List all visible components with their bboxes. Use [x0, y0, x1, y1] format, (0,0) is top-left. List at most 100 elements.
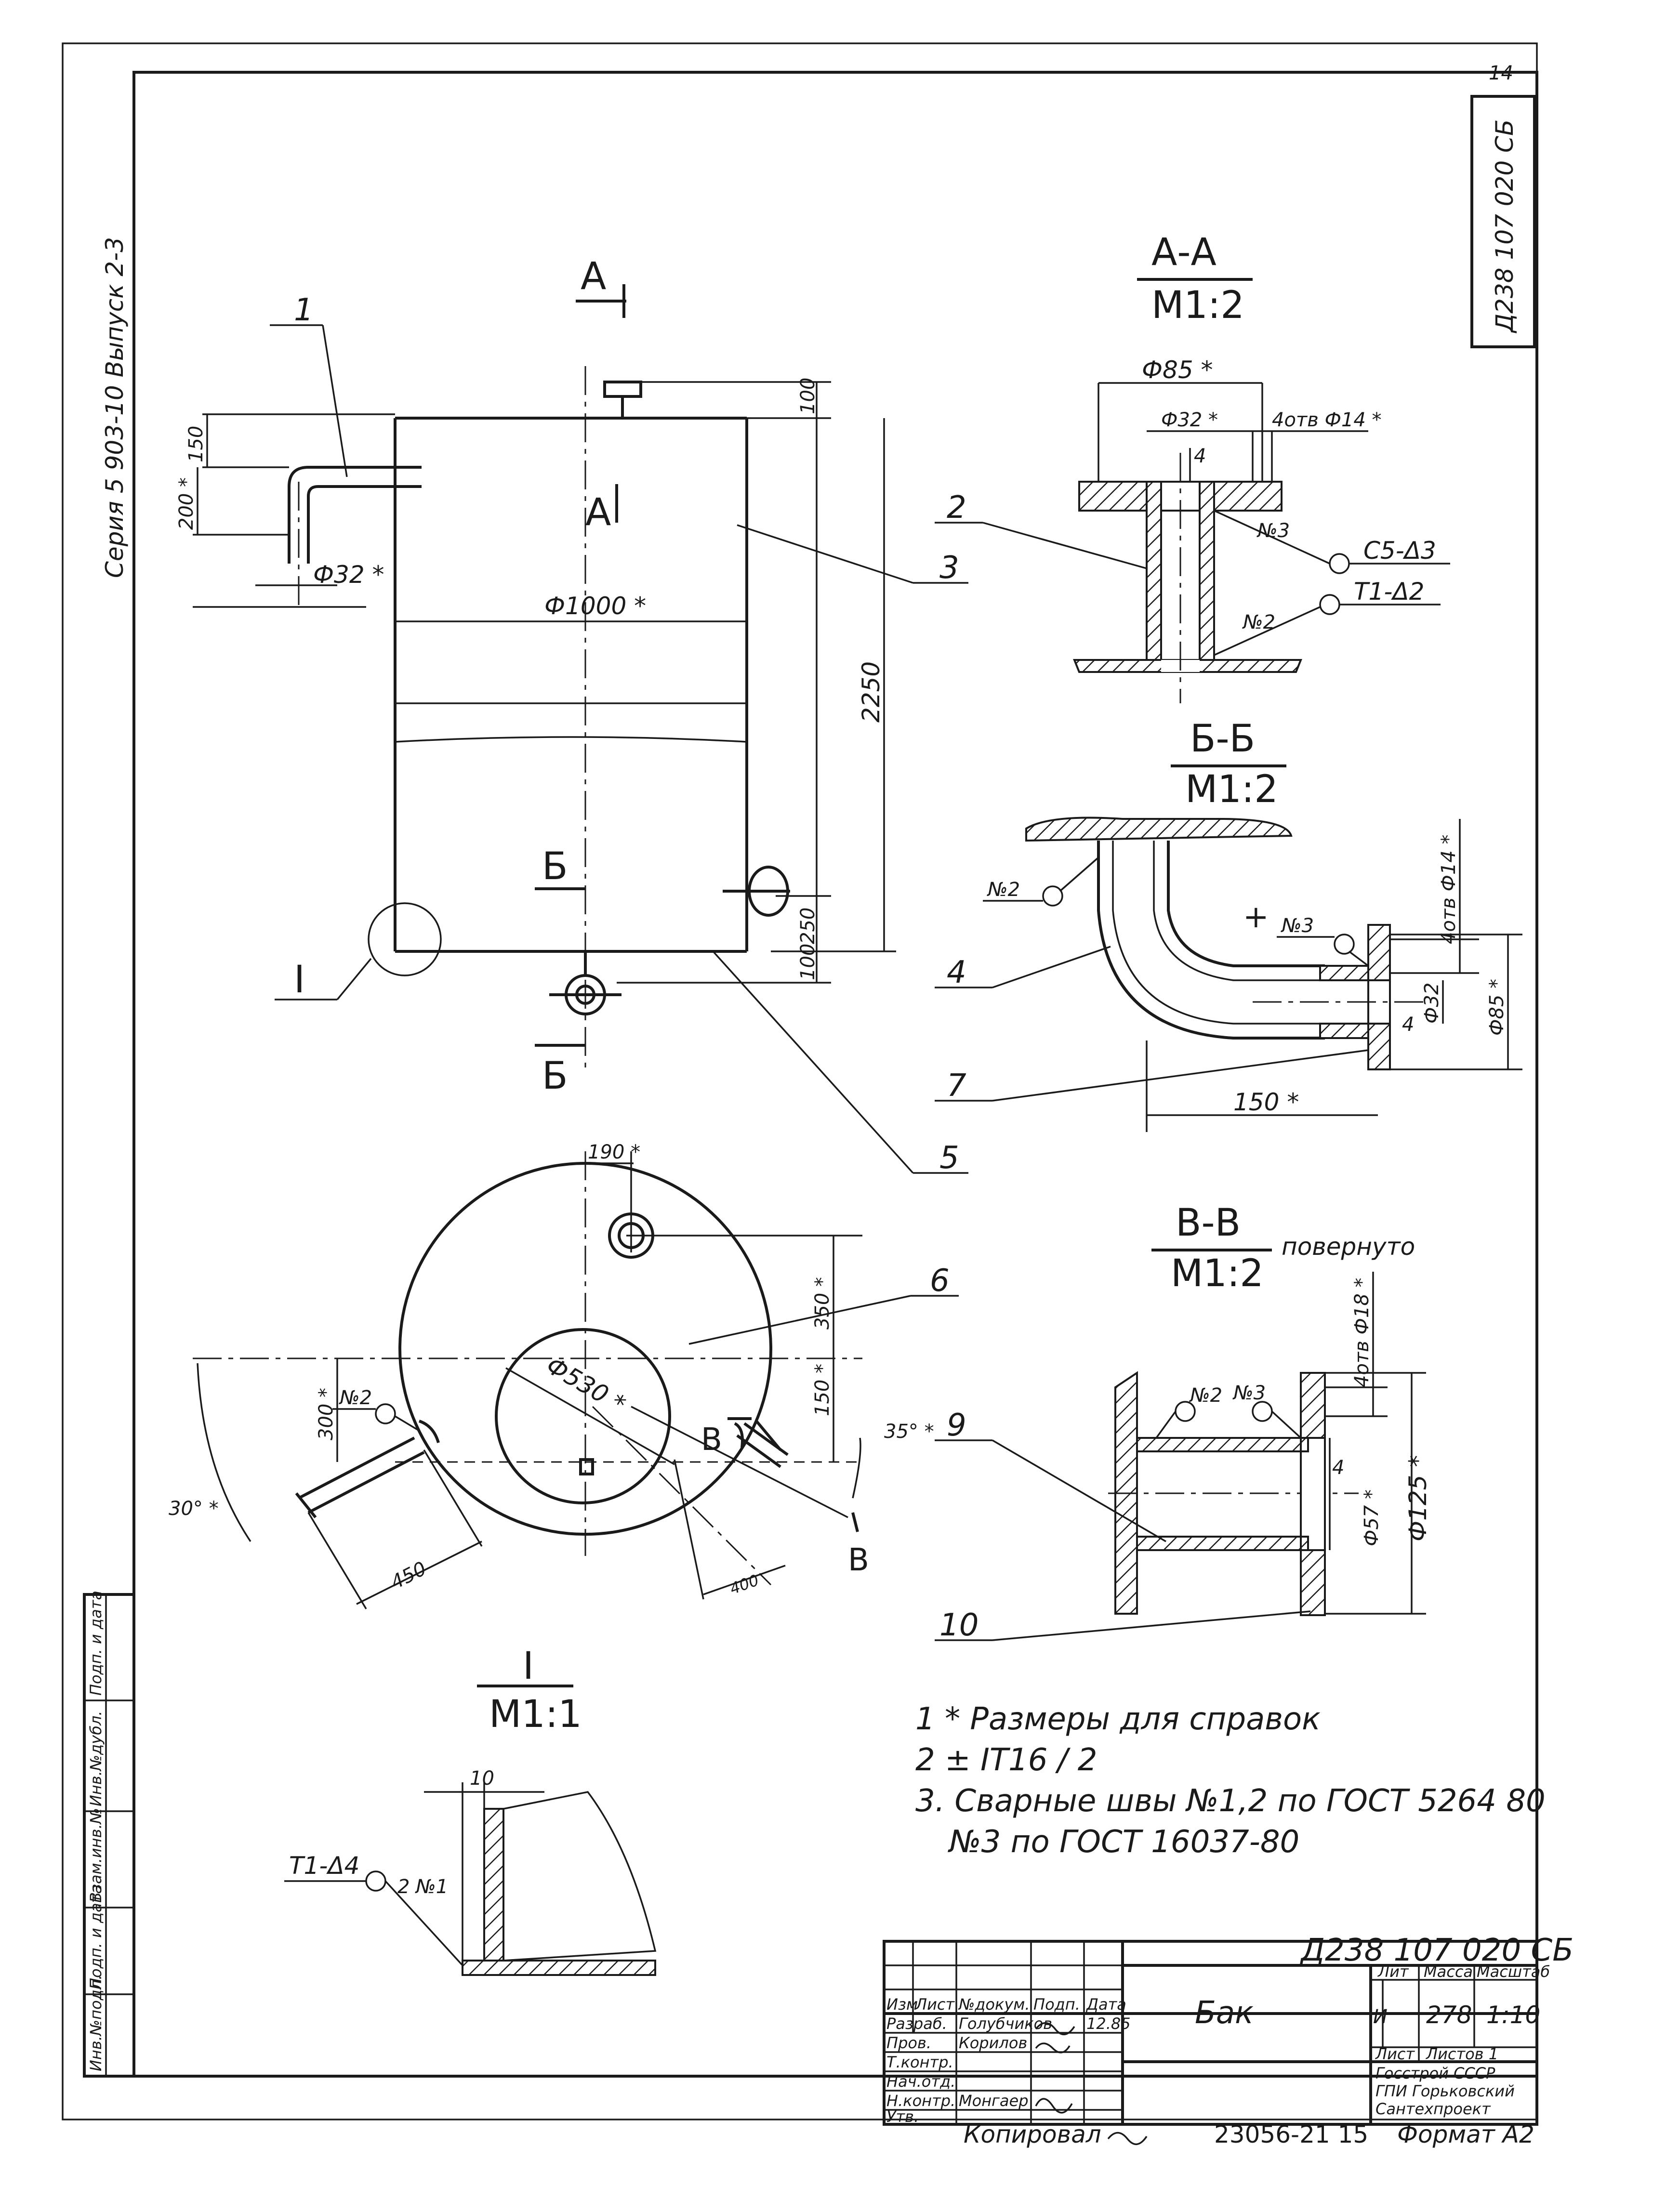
- callout-2: 2: [947, 490, 966, 526]
- callout-3: 3: [939, 550, 959, 586]
- strip-label: Инв.№дубл.: [87, 1711, 105, 1806]
- section-aa-scale: М1:2: [1151, 284, 1244, 327]
- bb-weld-right: №3: [1281, 915, 1314, 937]
- vertical-doc-code: Д238 107 020 СБ: [1491, 119, 1519, 333]
- tb-org-line: ГПИ Горьковский: [1375, 2082, 1515, 2100]
- plan-weld-no: №2: [339, 1387, 372, 1409]
- dim-height-top: 100: [797, 378, 819, 414]
- section-mark-a: А: [585, 491, 611, 534]
- detail-i-dim-10: 10: [470, 1767, 494, 1790]
- section-vv-scale: М1:2: [1171, 1252, 1264, 1295]
- detail-i-weld: Т1-Δ4: [289, 1852, 359, 1880]
- tb-hdr-doc: №докум.: [958, 1995, 1030, 2014]
- plan-dim-ang-right: 35° *: [884, 1421, 934, 1443]
- note-line: №3 по ГОСТ 16037-80: [948, 1824, 1299, 1860]
- plan-mark-v: В: [848, 1542, 869, 1578]
- tb-hdr-podp: Подп.: [1033, 1995, 1080, 2014]
- section-bb-title: Б-Б: [1190, 717, 1255, 761]
- tb-hdr-masshtab: Масштаб: [1477, 1962, 1550, 1981]
- svg-text:+: +: [1243, 899, 1269, 935]
- callout-7: 9: [947, 1408, 966, 1443]
- plan-dim-450: 450: [387, 1557, 430, 1594]
- dim-height-total: 2250: [857, 661, 885, 723]
- corner-sheet-number: 14: [1489, 62, 1513, 84]
- tb-hdr-massa: Масса: [1424, 1962, 1473, 1981]
- aa-dim-thk: 4: [1194, 445, 1206, 467]
- aa-dim-inner: Ф32 *: [1161, 409, 1218, 431]
- tb-row-razrab: Разраб.: [886, 2014, 947, 2033]
- vv-dim-holes: 4отв Ф18 *: [1351, 1277, 1373, 1387]
- plan-dim-r150: 150 *: [811, 1364, 833, 1416]
- note-line: 3. Сварные швы №1,2 по ГОСТ 5264 80: [915, 1783, 1546, 1819]
- section-vv: В-В М1:2 повернуто №2 №3 4отв Ф18 * 4 Ф5…: [935, 1201, 1432, 1643]
- tb-row-nachotd: Нач.отд.: [886, 2072, 955, 2091]
- tb-name: Бак: [1195, 1995, 1254, 2031]
- note-line: 1 * Размеры для справок: [915, 1701, 1321, 1737]
- tb-hdr-izm: Изм: [886, 1995, 918, 2014]
- aa-dim-holes: 4отв Ф14 *: [1272, 409, 1382, 431]
- tb-org-line: Госстрой СССР: [1375, 2064, 1495, 2082]
- vv-dim-inner: Ф57 *: [1361, 1489, 1383, 1546]
- callout-1: 1: [294, 292, 314, 328]
- footer-copied: Копировал: [964, 2120, 1101, 2148]
- main-view: А А Б Б I Ф1000 * 2250 100 250 100 150 2…: [175, 255, 968, 1176]
- plan-dim-400: 400: [727, 1571, 761, 1598]
- tb-row-tkontr: Т.контр.: [886, 2053, 953, 2071]
- tb-hdr-lit: Лит: [1377, 1962, 1409, 1981]
- section-mark-b: Б: [542, 845, 568, 888]
- callout-4: 4: [947, 955, 966, 990]
- dim-height-250: 250: [797, 908, 819, 944]
- section-bb: Б-Б М1:2 + №2 №3 4отв Ф14 * Ф85 *: [935, 717, 1522, 1132]
- dim-200: 200 *: [175, 477, 198, 530]
- tb-date-razrab: 12.85: [1086, 2014, 1131, 2033]
- tb-hdr-list: Лист: [915, 1995, 955, 2014]
- tb-val-massa: 278: [1426, 2001, 1472, 2029]
- tb-name-nkontr: Монгаер: [959, 2092, 1029, 2110]
- footer-code: 23056-21 15: [1214, 2120, 1368, 2148]
- aa-weld-bot: Т1-Δ2: [1354, 578, 1424, 606]
- bb-dim-holes: 4отв Ф14 *: [1438, 834, 1460, 944]
- plan-dim-ang-left: 30° *: [169, 1498, 219, 1520]
- note-line: 2 ± IT16 / 2: [915, 1742, 1097, 1778]
- aa-weld-top-no: №3: [1256, 520, 1290, 542]
- bb-dim-length: 150 *: [1233, 1088, 1299, 1116]
- plan-dim-top-offset: 190 *: [588, 1141, 640, 1163]
- section-aa-title: А-А: [1151, 231, 1217, 274]
- detail-i-scale: М1:1: [489, 1693, 582, 1736]
- aa-weld-bot-no: №2: [1242, 611, 1275, 633]
- detail-ref: I: [294, 958, 305, 1001]
- tb-designation: Д238 107 020 СБ: [1299, 1933, 1574, 1968]
- tb-org-line: Сантехпроект: [1375, 2100, 1491, 2118]
- detail-i-title: I: [523, 1645, 534, 1688]
- tb-sheet-label: Лист: [1375, 2045, 1415, 2063]
- aa-weld-top: С5-Δ3: [1363, 537, 1436, 565]
- vv-dim-outer: Ф125 *: [1404, 1455, 1432, 1541]
- footer-format: Формат А2: [1397, 2120, 1534, 2148]
- callout-10: 10: [939, 1607, 979, 1643]
- section-bb-scale: М1:2: [1185, 768, 1278, 811]
- footer: Копировал 23056-21 15 Формат А2: [964, 2120, 1534, 2148]
- detail-i: I М1:1 10 Т1-Δ4 2 №1: [284, 1645, 657, 1976]
- section-mark-a: А: [581, 255, 606, 298]
- callout-6: 6: [930, 1263, 950, 1299]
- callout-9: 7: [947, 1068, 966, 1104]
- bb-weld-left: №2: [987, 879, 1020, 901]
- tb-name-prov: Корилов: [959, 2034, 1027, 2052]
- series-label: Серия 5 903-10 Выпуск 2-3: [101, 237, 129, 578]
- vv-weld-b: №3: [1232, 1382, 1266, 1404]
- section-aa: А-А М1:2 Ф85 * Ф32 * 4отв Ф14 * 4 №3 С5-…: [935, 231, 1450, 703]
- strip-label: Подп. и дата: [87, 1591, 105, 1696]
- plan-dim-300: 300 *: [315, 1388, 337, 1440]
- section-vv-note: повернуто: [1282, 1233, 1415, 1261]
- tb-row-utv: Утв.: [886, 2107, 919, 2126]
- tb-name-razrab: Голубчиков: [959, 2014, 1052, 2033]
- tb-row-prov: Пров.: [886, 2034, 931, 2052]
- tb-sheets-label: Листов 1: [1426, 2045, 1498, 2063]
- left-approval-strip: Инв.№подл. Подп. и дата Взам.инв.№ Инв.№…: [83, 1591, 135, 2078]
- plan-mark-v: В: [701, 1422, 722, 1458]
- detail-i-weld-no: 2 №1: [397, 1876, 448, 1898]
- tb-val-lit: И: [1373, 2006, 1388, 2028]
- dim-pipe-diameter: Ф32 *: [313, 561, 384, 589]
- tb-hdr-data: Дата: [1085, 1995, 1126, 2014]
